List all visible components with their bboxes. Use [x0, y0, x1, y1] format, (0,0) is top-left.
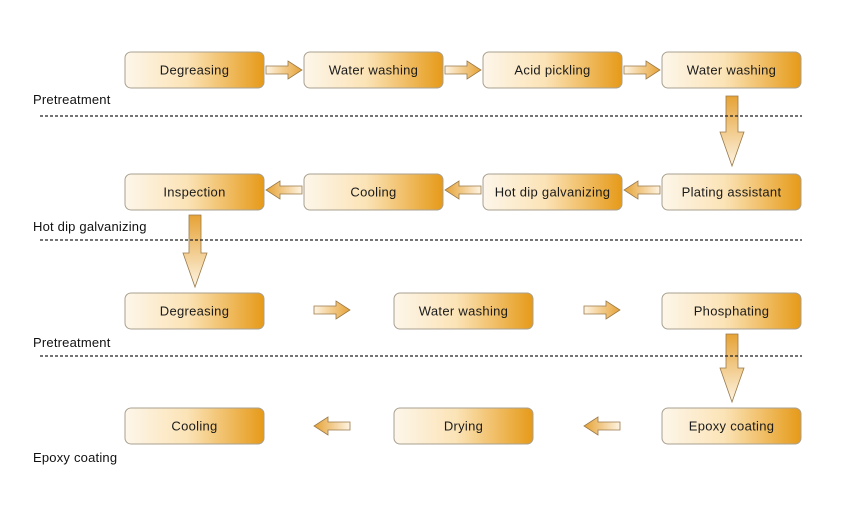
arrow-right-icon [313, 300, 351, 320]
step-label: Acid pickling [514, 63, 590, 78]
step-hot-dip-galvanizing: Hot dip galvanizing [482, 173, 623, 211]
arrow-right-icon [265, 60, 303, 80]
step-phosphating: Phosphating [661, 292, 802, 330]
section-label-epoxy-coating: Epoxy coating [33, 450, 118, 465]
arrow-down-icon [719, 333, 745, 404]
step-cooling-2: Cooling [124, 407, 265, 445]
step-drying: Drying [393, 407, 534, 445]
arrow-down-icon [182, 214, 208, 289]
step-degreasing-2: Degreasing [124, 292, 265, 330]
step-label: Cooling [171, 419, 217, 434]
step-degreasing-1: Degreasing [124, 51, 265, 89]
step-label: Drying [444, 419, 483, 434]
arrow-left-icon [313, 416, 351, 436]
step-label: Hot dip galvanizing [495, 185, 611, 200]
arrow-right-icon [444, 60, 482, 80]
step-label: Plating assistant [682, 185, 782, 200]
arrow-down-icon [719, 95, 745, 168]
arrow-left-icon [265, 180, 303, 200]
section-label-pretreatment-1: Pretreatment [33, 92, 111, 107]
step-label: Degreasing [160, 63, 230, 78]
step-cooling-1: Cooling [303, 173, 444, 211]
step-water-washing-2: Water washing [661, 51, 802, 89]
step-label: Epoxy coating [689, 419, 775, 434]
step-label: Cooling [350, 185, 396, 200]
arrow-left-icon [623, 180, 661, 200]
arrow-right-icon [623, 60, 661, 80]
step-water-washing-1: Water washing [303, 51, 444, 89]
step-label: Inspection [163, 185, 225, 200]
arrow-left-icon [583, 416, 621, 436]
step-label: Degreasing [160, 304, 230, 319]
step-label: Phosphating [694, 304, 770, 319]
step-inspection: Inspection [124, 173, 265, 211]
step-water-washing-3: Water washing [393, 292, 534, 330]
step-epoxy-coating: Epoxy coating [661, 407, 802, 445]
step-plating-assistant: Plating assistant [661, 173, 802, 211]
arrow-right-icon [583, 300, 621, 320]
step-acid-pickling: Acid pickling [482, 51, 623, 89]
arrow-left-icon [444, 180, 482, 200]
section-label-hot-dip-galvanizing: Hot dip galvanizing [33, 219, 147, 234]
step-label: Water washing [687, 63, 776, 78]
step-label: Water washing [419, 304, 508, 319]
step-label: Water washing [329, 63, 418, 78]
section-label-pretreatment-2: Pretreatment [33, 335, 111, 350]
